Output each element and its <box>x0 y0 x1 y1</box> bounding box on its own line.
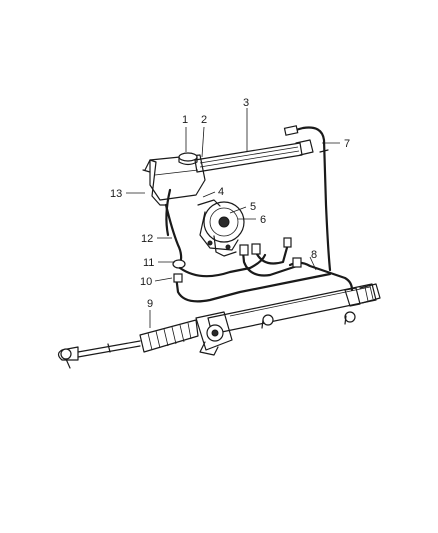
supply-hose <box>164 188 186 269</box>
callout-6: 6 <box>260 214 266 226</box>
callout-10: 10 <box>140 276 152 288</box>
callout-12: 12 <box>141 233 153 245</box>
callout-8: 8 <box>311 249 317 261</box>
callout-7: 7 <box>344 138 350 150</box>
leader-lines <box>126 108 340 328</box>
callout-4: 4 <box>218 186 224 198</box>
callout-13: 13 <box>110 188 122 200</box>
callout-11: 11 <box>143 257 154 269</box>
callout-2: 2 <box>201 114 207 126</box>
callout-3: 3 <box>243 97 249 109</box>
callout-labels: 1 2 3 4 5 6 7 8 9 10 11 12 13 <box>110 97 350 310</box>
reservoir-cooler-assembly <box>142 139 314 206</box>
callout-5: 5 <box>250 201 256 213</box>
cooler-line <box>283 125 332 272</box>
power-steering-pump <box>197 199 245 257</box>
callout-9: 9 <box>147 298 153 310</box>
callout-1: 1 <box>182 114 188 126</box>
pressure-hoses <box>173 237 354 303</box>
steering-rack <box>57 283 381 369</box>
